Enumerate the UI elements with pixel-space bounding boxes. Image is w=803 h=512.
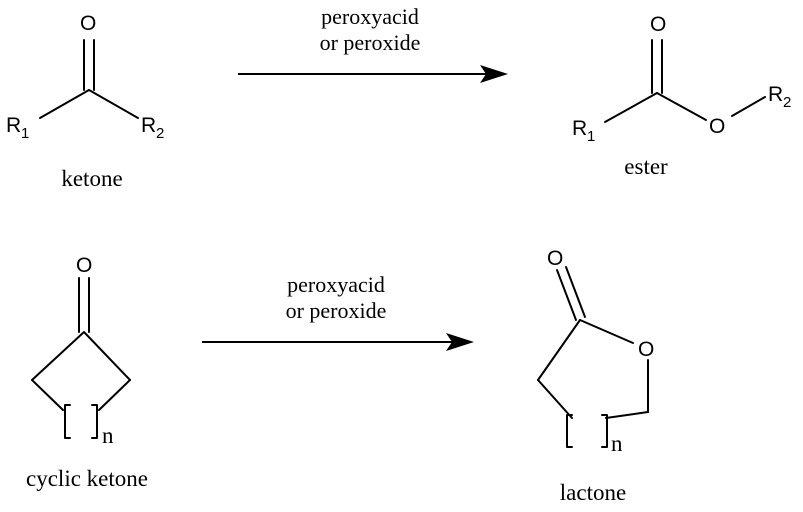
reaction2-condition-line1: peroxyacid — [287, 272, 385, 297]
ketone-structure: O R 1 R 2 — [6, 12, 164, 142]
ester-r2-subscript: 2 — [783, 94, 791, 111]
cyclic-ketone-repeat-n: n — [102, 423, 114, 448]
lactone-ring-bond-2 — [579, 319, 634, 344]
ester-r2-label: R — [768, 83, 783, 106]
lactone-left-bracket — [566, 414, 573, 448]
lactone-co-bond-2 — [565, 266, 586, 318]
reaction1-condition-line2: or peroxide — [320, 30, 421, 55]
cyclic-ketone-left-bracket — [64, 404, 71, 439]
ketone-r1-label: R — [6, 114, 21, 137]
cyclic-ketone-caption: cyclic ketone — [26, 466, 148, 491]
lactone-repeat-n: n — [611, 431, 623, 456]
ester-structure: O O R 1 R 2 — [572, 13, 791, 145]
cyclic-ketone-structure: O n — [31, 254, 131, 448]
lactone-co-bond-1 — [556, 269, 577, 321]
cyclic-ketone-left-bond — [31, 379, 64, 411]
reaction1-condition-line1: peroxyacid — [321, 4, 419, 29]
ketone-r2-subscript: 2 — [156, 125, 164, 142]
cyclic-ketone-right-bracket — [91, 404, 98, 439]
ester-caption: ester — [624, 154, 668, 179]
reaction2-arrow — [202, 333, 474, 351]
lactone-ring-oxygen: O — [638, 338, 654, 361]
ester-r1-subscript: 1 — [587, 128, 595, 145]
reaction1-arrow — [238, 65, 508, 83]
ketone-r2-label: R — [141, 114, 156, 137]
ester-co-single-bond — [656, 92, 707, 121]
lactone-ring-bond-5 — [605, 411, 649, 419]
lactone-right-bracket — [601, 414, 608, 448]
ester-oxygen: O — [709, 115, 725, 138]
ketone-r2-bond — [88, 89, 139, 119]
lactone-carbonyl-oxygen: O — [547, 247, 563, 270]
cyclic-ketone-right-bond — [98, 379, 131, 411]
reaction2-condition-line2: or peroxide — [286, 298, 387, 323]
ester-r1-bond — [604, 92, 658, 123]
reaction2-arrowhead — [446, 333, 474, 351]
reaction1-arrowhead — [480, 65, 508, 83]
cyclic-ketone-oxygen: O — [76, 254, 92, 277]
lactone-caption: lactone — [560, 480, 626, 505]
ketone-caption: ketone — [61, 166, 122, 191]
ketone-r1-bond — [39, 89, 90, 119]
lactone-ring-bond-1 — [537, 319, 581, 381]
ketone-r1-subscript: 1 — [21, 125, 29, 142]
lactone-ring-bond-4 — [537, 379, 573, 419]
cyclic-ketone-upper-ring — [31, 331, 131, 381]
ester-or2-bond — [731, 96, 766, 117]
ketone-oxygen: O — [80, 12, 96, 35]
ester-r1-label: R — [572, 117, 587, 140]
lactone-structure: O O n — [537, 247, 654, 456]
ester-carbonyl-oxygen: O — [650, 13, 666, 36]
